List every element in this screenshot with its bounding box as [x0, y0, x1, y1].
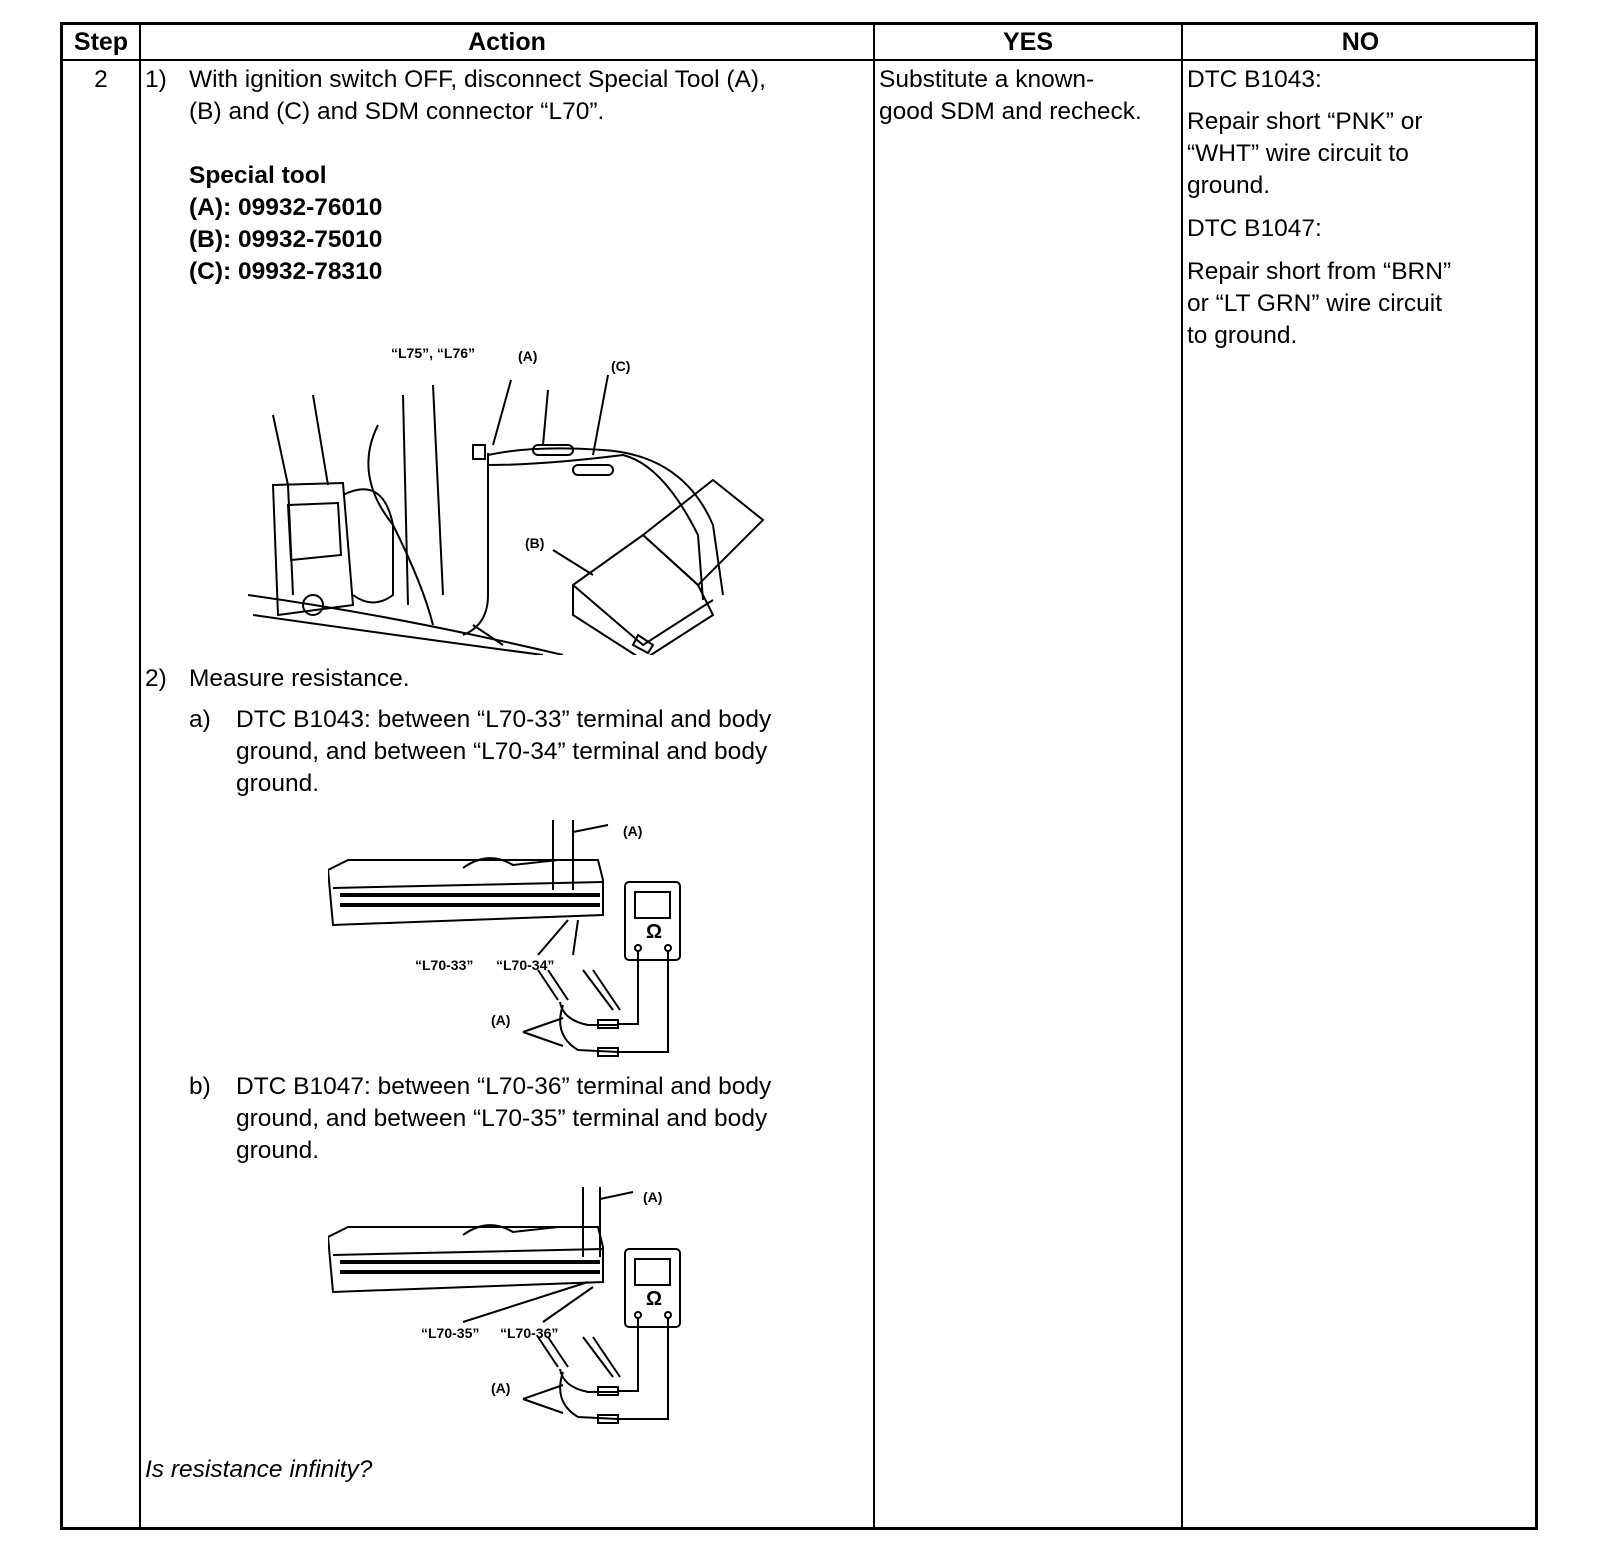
substep-b-line3: ground.: [236, 1137, 320, 1164]
no-dtc1-line1: Repair short “PNK” or: [1187, 108, 1423, 135]
yes-line2: good SDM and recheck.: [879, 98, 1142, 125]
question-text: Is resistance infinity?: [145, 1456, 373, 1483]
special-tool-title: Special tool: [189, 162, 327, 189]
connector-measurement-illustration: Ω: [328, 820, 681, 1057]
tool-a: (A): 09932-76010: [189, 194, 383, 221]
fig1-label-c: (C): [611, 358, 631, 374]
column-divider: [1181, 25, 1183, 1527]
fig3-ohm-symbol: Ω: [646, 1288, 662, 1310]
fig1-label-b: (B): [525, 535, 545, 551]
header-no: NO: [1341, 28, 1380, 56]
no-dtc2-heading: DTC B1047:: [1187, 215, 1322, 242]
fig1-connector-label: “L75”, “L76”: [391, 345, 476, 361]
fig3-terminal-35: “L70-35”: [421, 1325, 480, 1341]
step2-text: Measure resistance.: [189, 665, 410, 692]
substep-b-line1: DTC B1047: between “L70-36” terminal and…: [236, 1073, 772, 1100]
fig3-terminal-36: “L70-36”: [500, 1325, 559, 1341]
no-dtc1-line3: ground.: [1187, 172, 1271, 199]
connector-measurement-illustration: Ω: [328, 1187, 681, 1424]
header-yes: YES: [1002, 28, 1054, 56]
step1-number: 1): [145, 66, 167, 93]
header-action: Action: [468, 28, 546, 56]
step1-line2: (B) and (C) and SDM connector “L70”.: [189, 98, 605, 125]
no-dtc2-line1: Repair short from “BRN”: [1187, 258, 1452, 285]
substep-b-line2: ground, and between “L70-35” terminal an…: [236, 1105, 768, 1132]
fig2-terminal-34: “L70-34”: [496, 957, 555, 973]
substep-a-line1: DTC B1043: between “L70-33” terminal and…: [236, 706, 772, 733]
fig2-probe-label: (A): [623, 823, 643, 839]
step2-number: 2): [145, 665, 167, 692]
substep-b-letter: b): [189, 1073, 211, 1100]
no-dtc1-line2: “WHT” wire circuit to: [1187, 140, 1409, 167]
no-dtc1-heading: DTC B1043:: [1187, 66, 1322, 93]
no-dtc2-line3: to ground.: [1187, 322, 1298, 349]
fig1-label-a: (A): [518, 348, 538, 364]
step-number: 2: [94, 66, 108, 93]
fig2-terminal-33: “L70-33”: [415, 957, 474, 973]
tool-connection-illustration: [247, 374, 765, 655]
substep-a-letter: a): [189, 706, 211, 733]
step1-line1: With ignition switch OFF, disconnect Spe…: [189, 66, 766, 93]
yes-line1: Substitute a known-: [879, 66, 1095, 93]
fig2-lead-label: (A): [491, 1012, 511, 1028]
header-divider: [63, 59, 1535, 61]
substep-a-line2: ground, and between “L70-34” terminal an…: [236, 738, 768, 765]
fig2-ohm-symbol: Ω: [646, 921, 662, 943]
tool-b: (B): 09932-75010: [189, 226, 383, 253]
tool-c: (C): 09932-78310: [189, 258, 383, 285]
column-divider: [873, 25, 875, 1527]
substep-a-line3: ground.: [236, 770, 320, 797]
column-divider: [139, 25, 141, 1527]
header-step: Step: [73, 28, 129, 56]
fig3-lead-label: (A): [491, 1380, 511, 1396]
no-dtc2-line2: or “LT GRN” wire circuit: [1187, 290, 1443, 317]
fig3-probe-label: (A): [643, 1189, 663, 1205]
diagnostic-table: Step Action YES NO 2 1) With ignition sw…: [60, 22, 1538, 1530]
